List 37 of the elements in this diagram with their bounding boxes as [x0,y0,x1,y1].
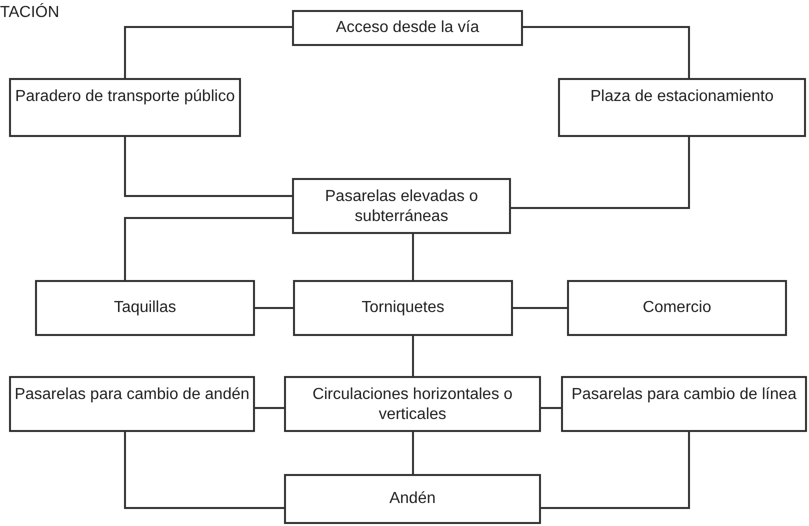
node-label: Comercio [642,298,712,318]
connector-line [511,137,690,209]
process-box [561,376,807,432]
node-label: Circulaciones horizontales o verticales [311,385,514,425]
connector-line [124,26,292,78]
node-label: Pasarelas para cambio de línea [571,385,797,405]
connector-line [124,137,292,197]
process-box [35,280,255,336]
process-box [292,10,523,46]
process-box [284,474,541,524]
process-box [567,280,787,336]
node-label: Acceso desde la vía [336,18,480,38]
connector-line [255,307,293,309]
connector-line [124,432,284,509]
connector-line [124,217,292,280]
connector-line [523,26,690,78]
node-label: Taquillas [114,298,176,318]
connector-line [513,307,567,309]
connector-line [541,432,690,509]
process-box [293,280,513,336]
process-box [9,376,255,432]
node-label: Torniquetes [362,298,444,318]
connector-line [412,234,414,280]
process-box [292,178,511,234]
connector-line [255,407,284,409]
process-box [558,78,806,137]
node-label: Paradero de transporte público [15,87,235,107]
connector-line [412,336,414,376]
connector-line [412,432,414,474]
process-box [9,78,241,137]
process-box [284,376,541,432]
node-label: Pasarelas elevadas o subterráneas [324,187,479,227]
connector-line [541,407,561,409]
node-label: Pasarelas para cambio de andén [14,385,250,405]
heading-text: TACIÓN [0,4,60,22]
node-label: Andén [389,489,436,509]
node-label: Plaza de estacionamiento [590,87,774,107]
